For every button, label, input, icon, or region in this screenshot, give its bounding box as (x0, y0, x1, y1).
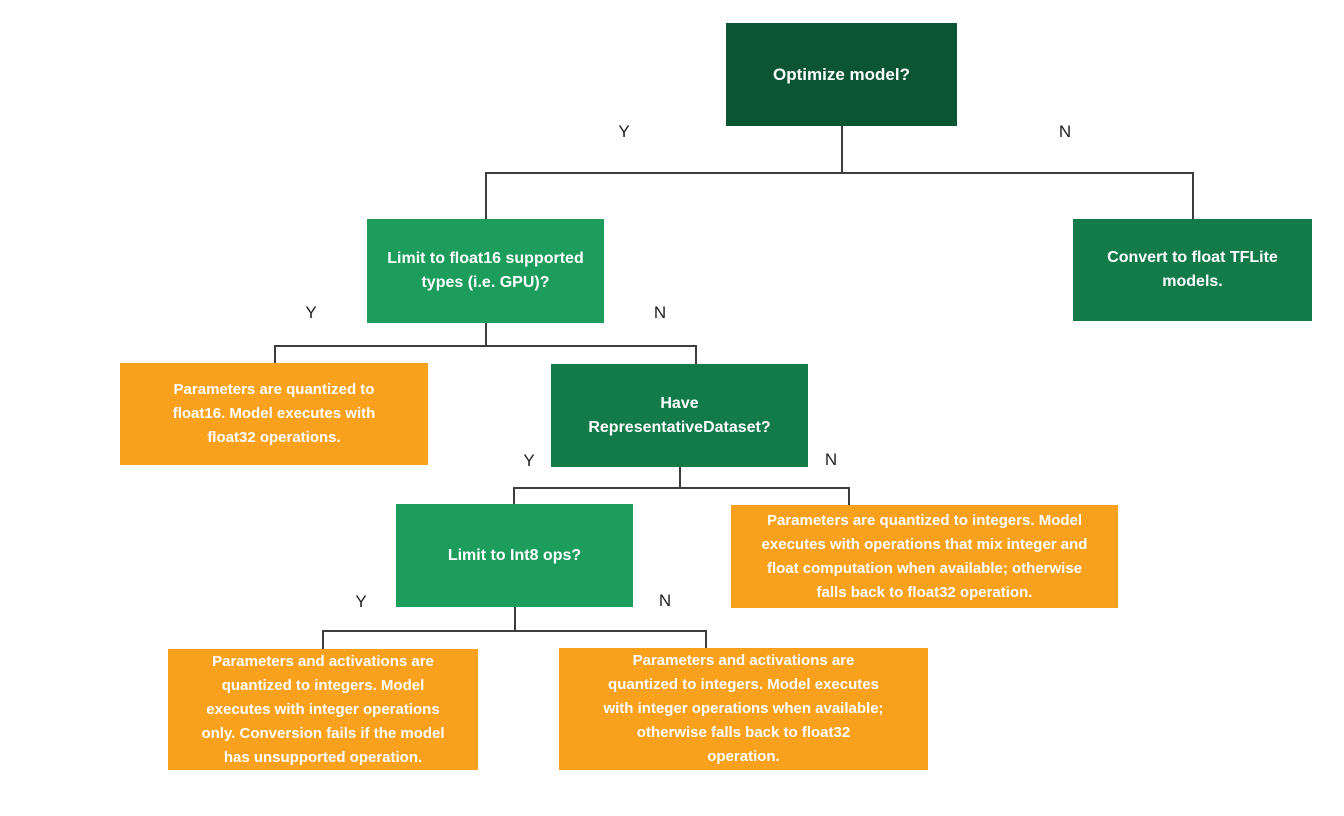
branch-label-yes: Y (618, 122, 630, 141)
branch-label-yes: Y (355, 592, 367, 611)
node-limit-int8: Limit to Int8 ops? (396, 504, 633, 607)
branch-label-yes: Y (305, 303, 317, 322)
connector-line (485, 172, 487, 219)
connector-line (485, 172, 1193, 174)
connector-line (705, 630, 707, 648)
node-integer-fallback-result: Parameters and activations are quantized… (559, 648, 928, 770)
connector-line (322, 630, 324, 649)
node-float16-result: Parameters are quantized to float16. Mod… (120, 363, 428, 465)
connector-line (513, 487, 849, 489)
connector-line (274, 345, 276, 363)
branch-label-no: N (658, 591, 672, 610)
branch-label-no: N (1058, 122, 1072, 141)
connector-line (695, 345, 697, 364)
node-limit-float16: Limit to float16 supported types (i.e. G… (367, 219, 604, 323)
branch-label-yes: Y (523, 451, 535, 470)
node-optimize-model: Optimize model? (726, 23, 957, 126)
connector-line (514, 607, 516, 630)
node-have-representative-dataset: Have RepresentativeDataset? (551, 364, 808, 467)
connector-line (274, 345, 696, 347)
branch-label-no: N (653, 303, 667, 322)
connector-line (841, 126, 843, 172)
node-full-integer-result: Parameters and activations are quantized… (168, 649, 478, 770)
node-convert-float-tflite: Convert to float TFLite models. (1073, 219, 1312, 321)
connector-line (513, 487, 515, 504)
branch-label-no: N (824, 450, 838, 469)
connector-line (679, 467, 681, 487)
connector-line (485, 323, 487, 345)
connector-line (322, 630, 706, 632)
connector-line (848, 487, 850, 505)
node-dynamic-range-result: Parameters are quantized to integers. Mo… (731, 505, 1118, 608)
connector-line (1192, 172, 1194, 219)
